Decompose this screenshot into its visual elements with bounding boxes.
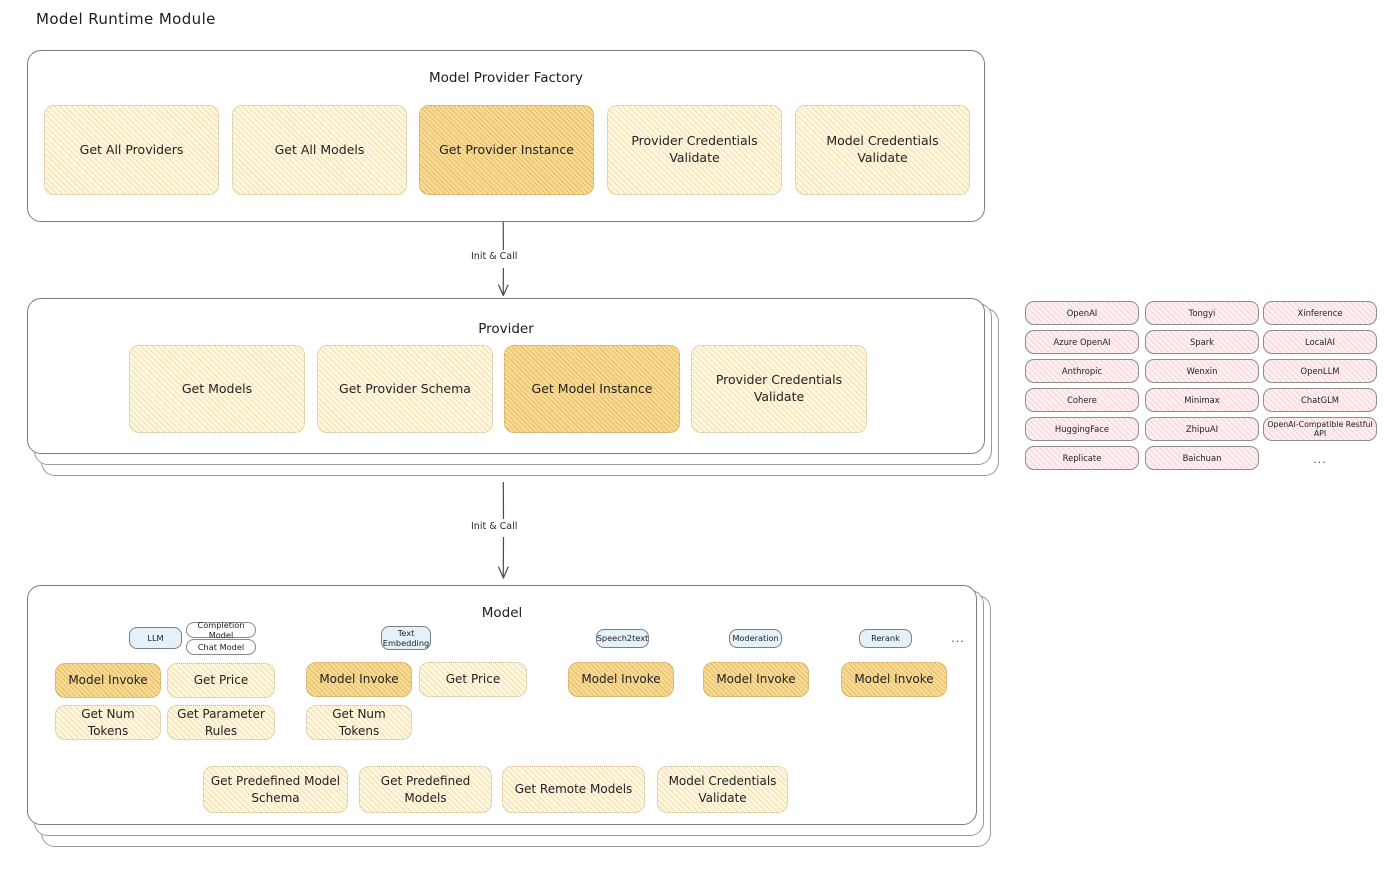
provider-chip-openai[interactable]: OpenAI (1025, 301, 1139, 325)
model-llm-fn-get-num-tokens[interactable]: Get Num Tokens (55, 705, 161, 740)
arrow-2-line (498, 481, 509, 579)
model-subtype-completion-model[interactable]: Completion Model (186, 620, 256, 640)
factory-fn-get-all-providers[interactable]: Get All Providers (44, 105, 219, 195)
model-type-tag-text-embedding[interactable]: Text Embedding (381, 626, 431, 650)
provider-fn-get-model-instance[interactable]: Get Model Instance (504, 345, 680, 433)
arrow-1-label: Init & Call (467, 250, 522, 263)
provider-chip-openllm[interactable]: OpenLLM (1263, 359, 1377, 383)
provider-list-ellipsis: ... (1313, 452, 1327, 466)
model-text-embedding-fn-get-price[interactable]: Get Price (419, 662, 527, 697)
arrow-2-label: Init & Call (467, 520, 522, 533)
factory-fn-model-credentials-validate[interactable]: Model Credentials Validate (795, 105, 970, 195)
provider-chip-zhipuai[interactable]: ZhipuAI (1145, 417, 1259, 441)
model-llm-fn-get-price[interactable]: Get Price (167, 663, 275, 698)
provider-chip-wenxin[interactable]: Wenxin (1145, 359, 1259, 383)
model-text-embedding-fn-get-num-tokens[interactable]: Get Num Tokens (306, 705, 412, 740)
provider-chip-tongyi[interactable]: Tongyi (1145, 301, 1259, 325)
model-rerank-fn-model-invoke[interactable]: Model Invoke (841, 662, 947, 697)
model-shared-fn-get-remote-models[interactable]: Get Remote Models (502, 766, 645, 813)
model-shared-fn-get-predefined-models[interactable]: Get Predefined Models (359, 766, 492, 813)
arrow-1-line (498, 221, 509, 297)
provider-chip-azure-openai[interactable]: Azure OpenAI (1025, 330, 1139, 354)
provider-chip-xinference[interactable]: Xinference (1263, 301, 1377, 325)
arrow-factory-to-provider: Init & Call (465, 221, 545, 300)
provider-chip-baichuan[interactable]: Baichuan (1145, 446, 1259, 470)
provider-fn-get-provider-schema[interactable]: Get Provider Schema (317, 345, 493, 433)
model-type-tag-moderation[interactable]: Moderation (729, 629, 782, 648)
model-llm-fn-get-parameter-rules[interactable]: Get Parameter Rules (167, 705, 275, 740)
provider-chip-openai-compatible-restful-api[interactable]: OpenAI-Compatible Restful API (1263, 417, 1377, 441)
model-moderation-fn-model-invoke[interactable]: Model Invoke (703, 662, 809, 697)
model-subtype-chat-model[interactable]: Chat Model (186, 639, 256, 655)
factory-title: Model Provider Factory (428, 70, 583, 86)
provider-chip-replicate[interactable]: Replicate (1025, 446, 1139, 470)
provider-fn-get-models[interactable]: Get Models (129, 345, 305, 433)
model-types-ellipsis: ... (951, 631, 965, 645)
model-speech2text-fn-model-invoke[interactable]: Model Invoke (568, 662, 674, 697)
provider-chip-localai[interactable]: LocalAI (1263, 330, 1377, 354)
model-title: Model (481, 605, 523, 621)
model-type-tag-speech2text[interactable]: Speech2text (596, 629, 649, 648)
provider-chip-huggingface[interactable]: HuggingFace (1025, 417, 1139, 441)
provider-chip-chatglm[interactable]: ChatGLM (1263, 388, 1377, 412)
model-type-tag-llm[interactable]: LLM (129, 627, 182, 649)
provider-title: Provider (478, 321, 534, 337)
model-shared-fn-model-credentials-validate[interactable]: Model Credentials Validate (657, 766, 788, 813)
provider-chip-cohere[interactable]: Cohere (1025, 388, 1139, 412)
factory-fn-get-provider-instance[interactable]: Get Provider Instance (419, 105, 594, 195)
model-shared-fn-get-predefined-model-schema[interactable]: Get Predefined Model Schema (203, 766, 348, 813)
provider-chip-spark[interactable]: Spark (1145, 330, 1259, 354)
model-text-embedding-fn-model-invoke[interactable]: Model Invoke (306, 662, 412, 697)
provider-chip-minimax[interactable]: Minimax (1145, 388, 1259, 412)
factory-fn-get-all-models[interactable]: Get All Models (232, 105, 407, 195)
provider-fn-provider-credentials-validate[interactable]: Provider Credentials Validate (691, 345, 867, 433)
arrow-provider-to-model: Init & Call (465, 481, 545, 582)
page-title: Model Runtime Module (36, 10, 216, 28)
model-type-tag-rerank[interactable]: Rerank (859, 629, 912, 648)
provider-chip-anthropic[interactable]: Anthropic (1025, 359, 1139, 383)
model-llm-fn-model-invoke[interactable]: Model Invoke (55, 663, 161, 698)
factory-fn-provider-credentials-validate[interactable]: Provider Credentials Validate (607, 105, 782, 195)
